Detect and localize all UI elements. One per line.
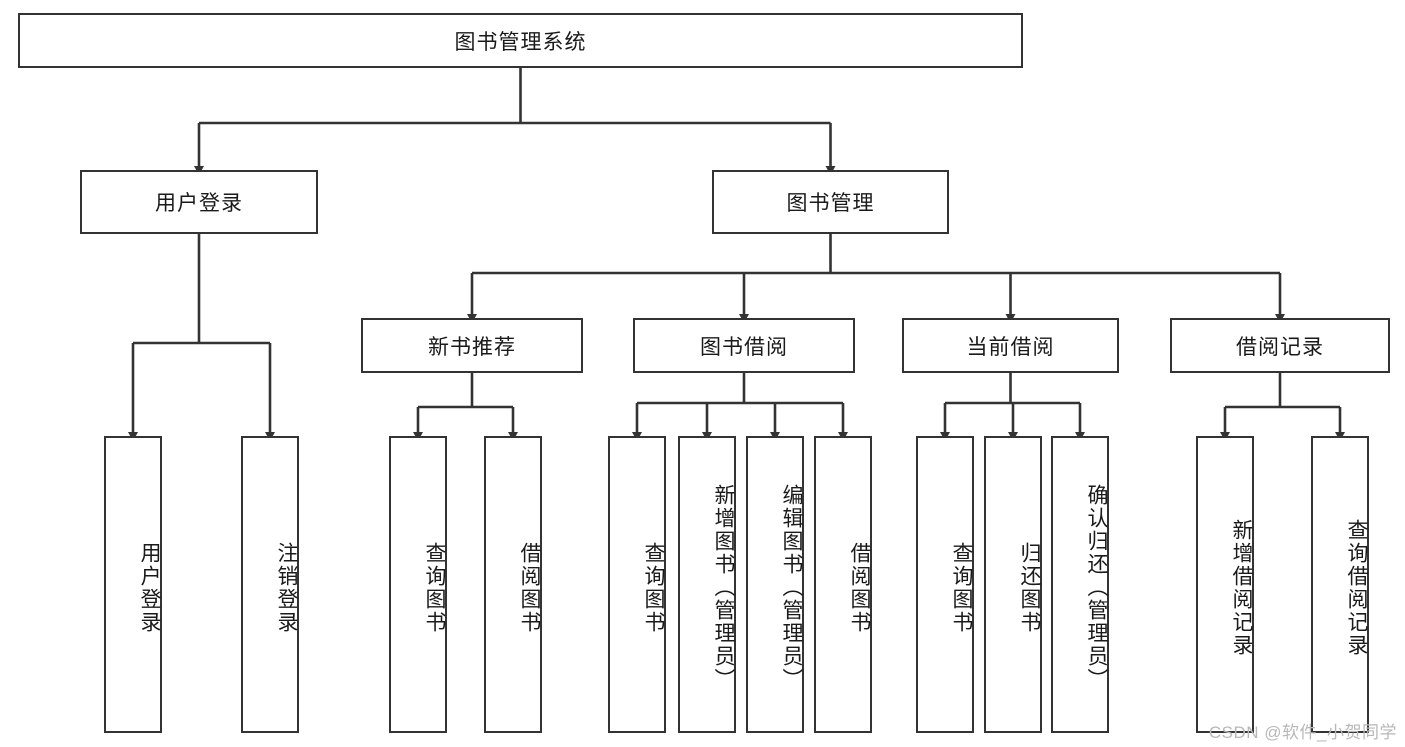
node-l-b2[interactable]: 借阅图书	[814, 436, 872, 733]
node-l-b1[interactable]: 借阅图书	[484, 436, 542, 733]
node-l-login[interactable]: 用户登录	[104, 436, 162, 733]
node-newbook[interactable]: 新书推荐	[361, 318, 583, 373]
node-label: 图书管理系统	[454, 30, 587, 54]
node-l-logout[interactable]: 注销登录	[241, 436, 299, 733]
node-l-qrec[interactable]: 查询借阅记录	[1311, 436, 1369, 733]
connector-bus-records	[1225, 373, 1340, 409]
node-label: 新书推荐	[428, 335, 516, 359]
node-label: 当前借阅	[966, 335, 1055, 359]
connector-bus-bookmgmt	[472, 234, 1280, 275]
node-label: 注销登录	[275, 541, 298, 634]
node-label: 图书借阅	[700, 335, 788, 359]
node-label: 编辑图书（管理员）	[780, 484, 803, 691]
connector-bus-root	[199, 68, 831, 125]
connector-bus-borrow	[637, 373, 843, 405]
node-label: 查询图书	[642, 541, 665, 634]
node-label: 用户登录	[138, 541, 161, 634]
node-l-add[interactable]: 新增图书（管理员）	[678, 436, 736, 733]
node-current[interactable]: 当前借阅	[902, 318, 1119, 373]
node-l-q2[interactable]: 查询图书	[608, 436, 666, 733]
node-records[interactable]: 借阅记录	[1170, 318, 1390, 373]
node-l-addrec[interactable]: 新增借阅记录	[1196, 436, 1254, 733]
node-label: 新增借阅记录	[1230, 518, 1253, 657]
node-l-ret[interactable]: 归还图书	[984, 436, 1042, 733]
connector-bus-newbook	[418, 373, 513, 409]
node-bookmgmt[interactable]: 图书管理	[712, 170, 949, 234]
node-l-conf[interactable]: 确认归还（管理员）	[1051, 436, 1109, 733]
node-l-q1[interactable]: 查询图书	[389, 436, 447, 733]
node-l-edit[interactable]: 编辑图书（管理员）	[746, 436, 804, 733]
node-label: 借阅记录	[1236, 335, 1324, 359]
node-label: 新增图书（管理员）	[712, 484, 735, 691]
node-label: 确认归还（管理员）	[1085, 484, 1108, 691]
node-label: 查询图书	[423, 541, 446, 634]
connector-bus-login	[133, 234, 270, 345]
node-label: 查询图书	[950, 541, 973, 634]
node-label: 借阅图书	[518, 541, 541, 634]
node-label: 借阅图书	[848, 541, 871, 634]
node-label: 用户登录	[155, 192, 243, 215]
node-label: 归还图书	[1018, 541, 1041, 634]
node-borrow[interactable]: 图书借阅	[633, 318, 855, 373]
node-root[interactable]: 图书管理系统	[18, 13, 1023, 68]
watermark-text: CSDN @软件_小贺同学	[1208, 723, 1397, 742]
node-label: 查询借阅记录	[1345, 518, 1368, 657]
node-label: 图书管理	[786, 192, 875, 215]
node-l-q3[interactable]: 查询图书	[916, 436, 974, 733]
connector-bus-current	[945, 373, 1080, 405]
node-login[interactable]: 用户登录	[80, 170, 318, 234]
